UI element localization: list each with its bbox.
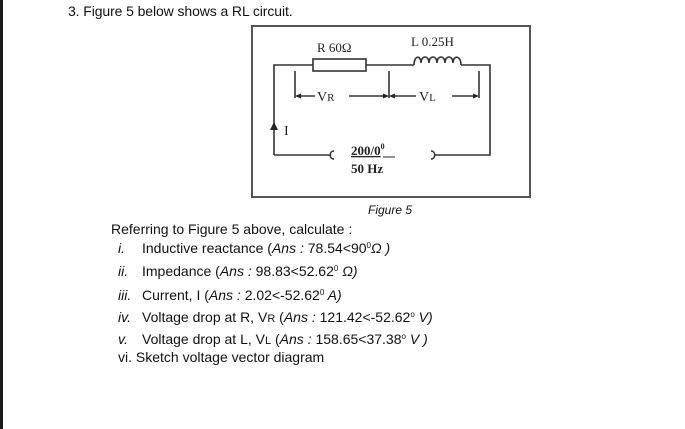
question-item-2: ii.Impedance (Ans : 98.83<52.620 Ω) xyxy=(118,263,358,279)
current-arrow-icon xyxy=(270,122,278,130)
left-edge-border xyxy=(0,0,3,429)
instruction-text: Referring to Figure 5 above, calculate : xyxy=(111,221,353,237)
rl-circuit-diagram: R 60Ω L 0.25H VR VL I 200/00 50 Hz xyxy=(270,34,491,176)
source-terminal-left xyxy=(329,150,335,160)
vr-label: VR xyxy=(317,90,335,105)
resistor-label: R 60Ω xyxy=(317,40,352,55)
source-value: 200/00 xyxy=(351,142,385,158)
inductor-label: L 0.25H xyxy=(411,34,454,49)
figure-caption: Figure 5 xyxy=(368,203,413,217)
question-item-3: iii.Current, I (Ans : 2.02<-52.620 A) xyxy=(118,287,342,303)
question-item-5: v.Voltage drop at L, VL (Ans : 158.65<37… xyxy=(118,331,428,347)
source-frequency: 50 Hz xyxy=(351,161,383,176)
question-item-4: iv.Voltage drop at R, VR (Ans : 121.42<-… xyxy=(118,309,433,325)
resistor-symbol xyxy=(312,58,367,72)
question-title: 3. Figure 5 below shows a RL circuit. xyxy=(68,3,293,19)
inductor-symbol xyxy=(413,56,462,66)
wire-left xyxy=(273,64,313,155)
question-item-6: vi. Sketch voltage vector diagram xyxy=(118,349,325,365)
current-label: I xyxy=(284,124,289,139)
question-item-1: i.Inductive reactance (Ans : 78.54<900Ω … xyxy=(118,240,391,256)
figure-frame xyxy=(251,25,531,198)
source-terminal-right xyxy=(430,150,436,160)
wire-right xyxy=(435,64,491,156)
vl-label: VL xyxy=(419,90,436,105)
